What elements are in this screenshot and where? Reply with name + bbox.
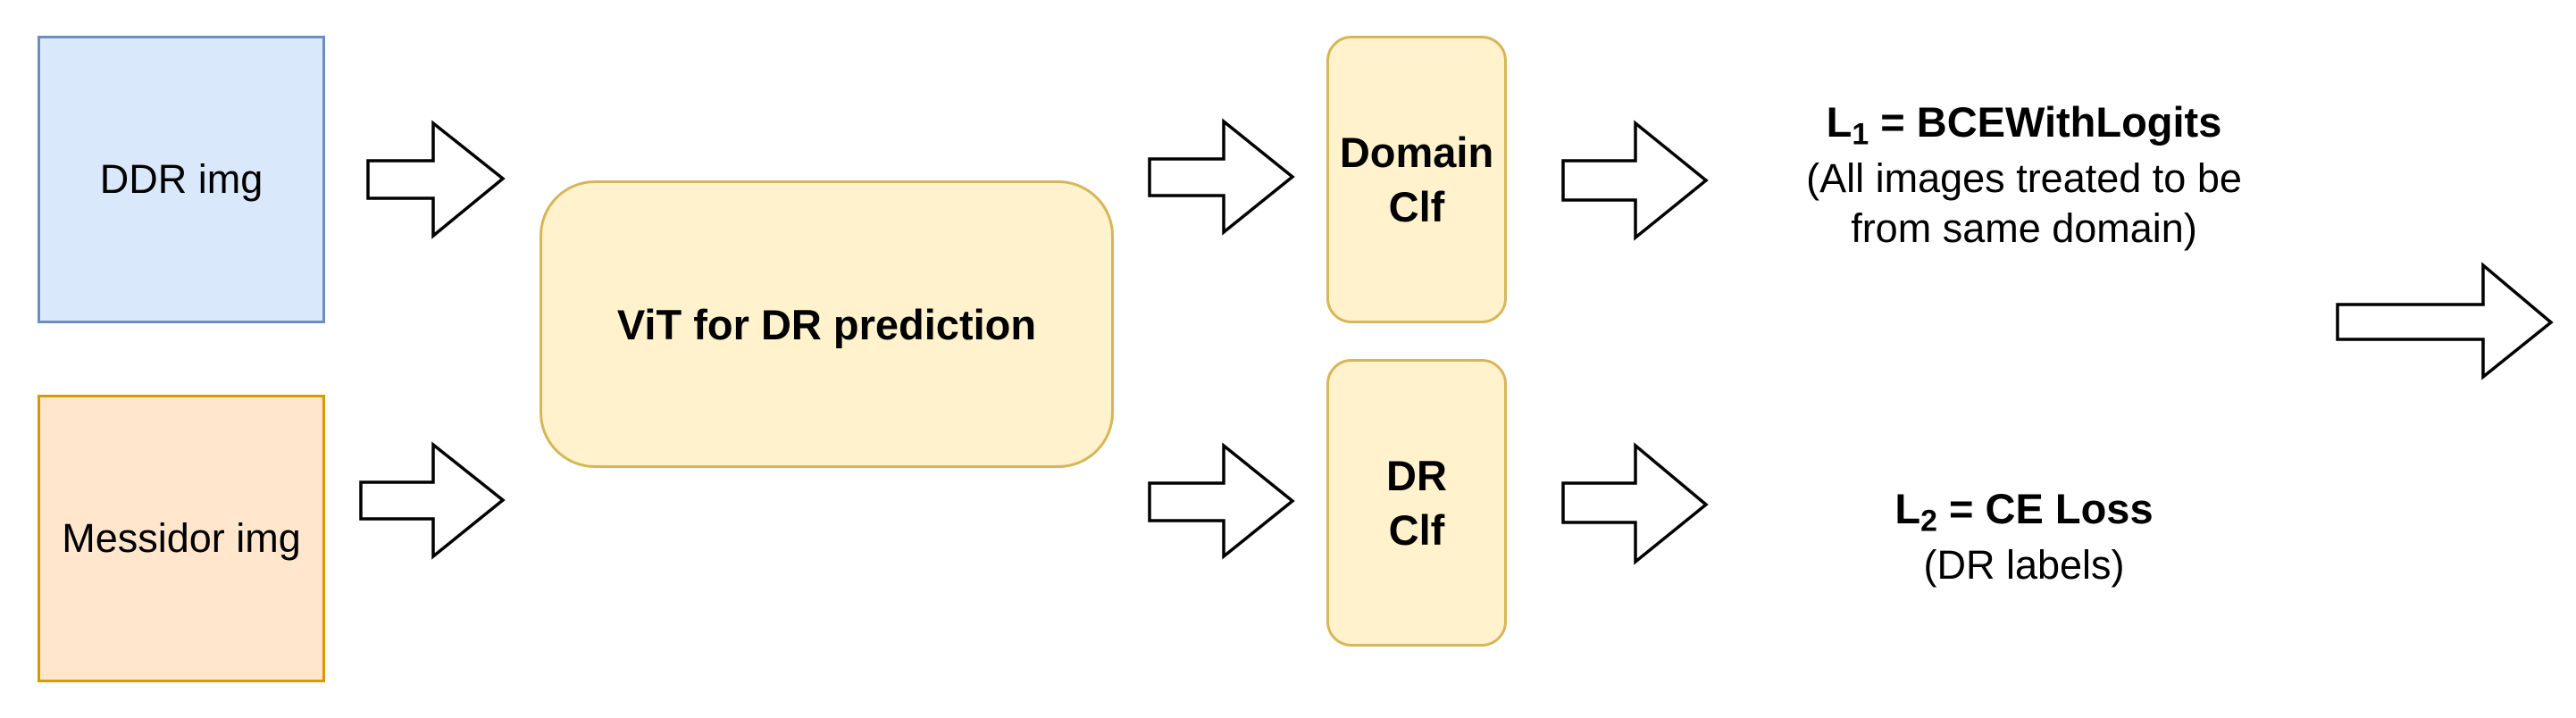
loss-2-symbol: L [1894, 485, 1921, 532]
arrow-dr-clf-to-loss2 [1561, 442, 1709, 565]
loss-1-function: = BCEWithLogits [1869, 98, 2222, 146]
messidor-image-label: Messidor img [62, 515, 301, 561]
loss-2-note-line1: (DR labels) [1923, 541, 2125, 588]
domain-classifier-label-line1: Domain [1339, 128, 1494, 176]
arrow-output [2336, 262, 2554, 380]
ddr-image-label: DDR img [99, 156, 263, 202]
arrow-domain-clf-to-loss1 [1561, 120, 1709, 241]
arrow-vit-to-dr-clf [1148, 442, 1295, 560]
messidor-image-input: Messidor img [38, 395, 325, 682]
loss-2-subscript: 2 [1920, 504, 1937, 538]
arrow-ddr-to-vit [366, 120, 506, 239]
dr-classifier-label-line1: DR [1386, 451, 1447, 499]
domain-classifier-label-line2: Clf [1388, 183, 1445, 230]
loss-1-note-line2: from same domain) [1851, 205, 2197, 251]
domain-classifier-block: Domain Clf [1326, 36, 1507, 323]
vit-model-label: ViT for DR prediction [616, 300, 1037, 348]
loss-1-subscript: 1 [1852, 117, 1869, 152]
vit-model-block: ViT for DR prediction [539, 180, 1114, 468]
arrow-vit-to-domain-clf [1148, 118, 1295, 236]
dr-classifier-label-line2: Clf [1388, 506, 1445, 554]
loss-1-formula: L1 = BCEWithLogits [1738, 96, 2310, 154]
arrow-messidor-to-vit [359, 441, 506, 560]
dr-classifier-block: DR Clf [1326, 359, 1507, 647]
loss-1: L1 = BCEWithLogits (All images treated t… [1738, 96, 2310, 254]
loss-1-note-line1: (All images treated to be [1806, 154, 2242, 201]
loss-2-function: = CE Loss [1936, 485, 2154, 532]
loss-1-symbol: L [1826, 98, 1853, 146]
loss-2: L2 = CE Loss (DR labels) [1738, 483, 2310, 590]
ddr-image-input: DDR img [38, 36, 325, 323]
loss-2-formula: L2 = CE Loss [1738, 483, 2310, 540]
